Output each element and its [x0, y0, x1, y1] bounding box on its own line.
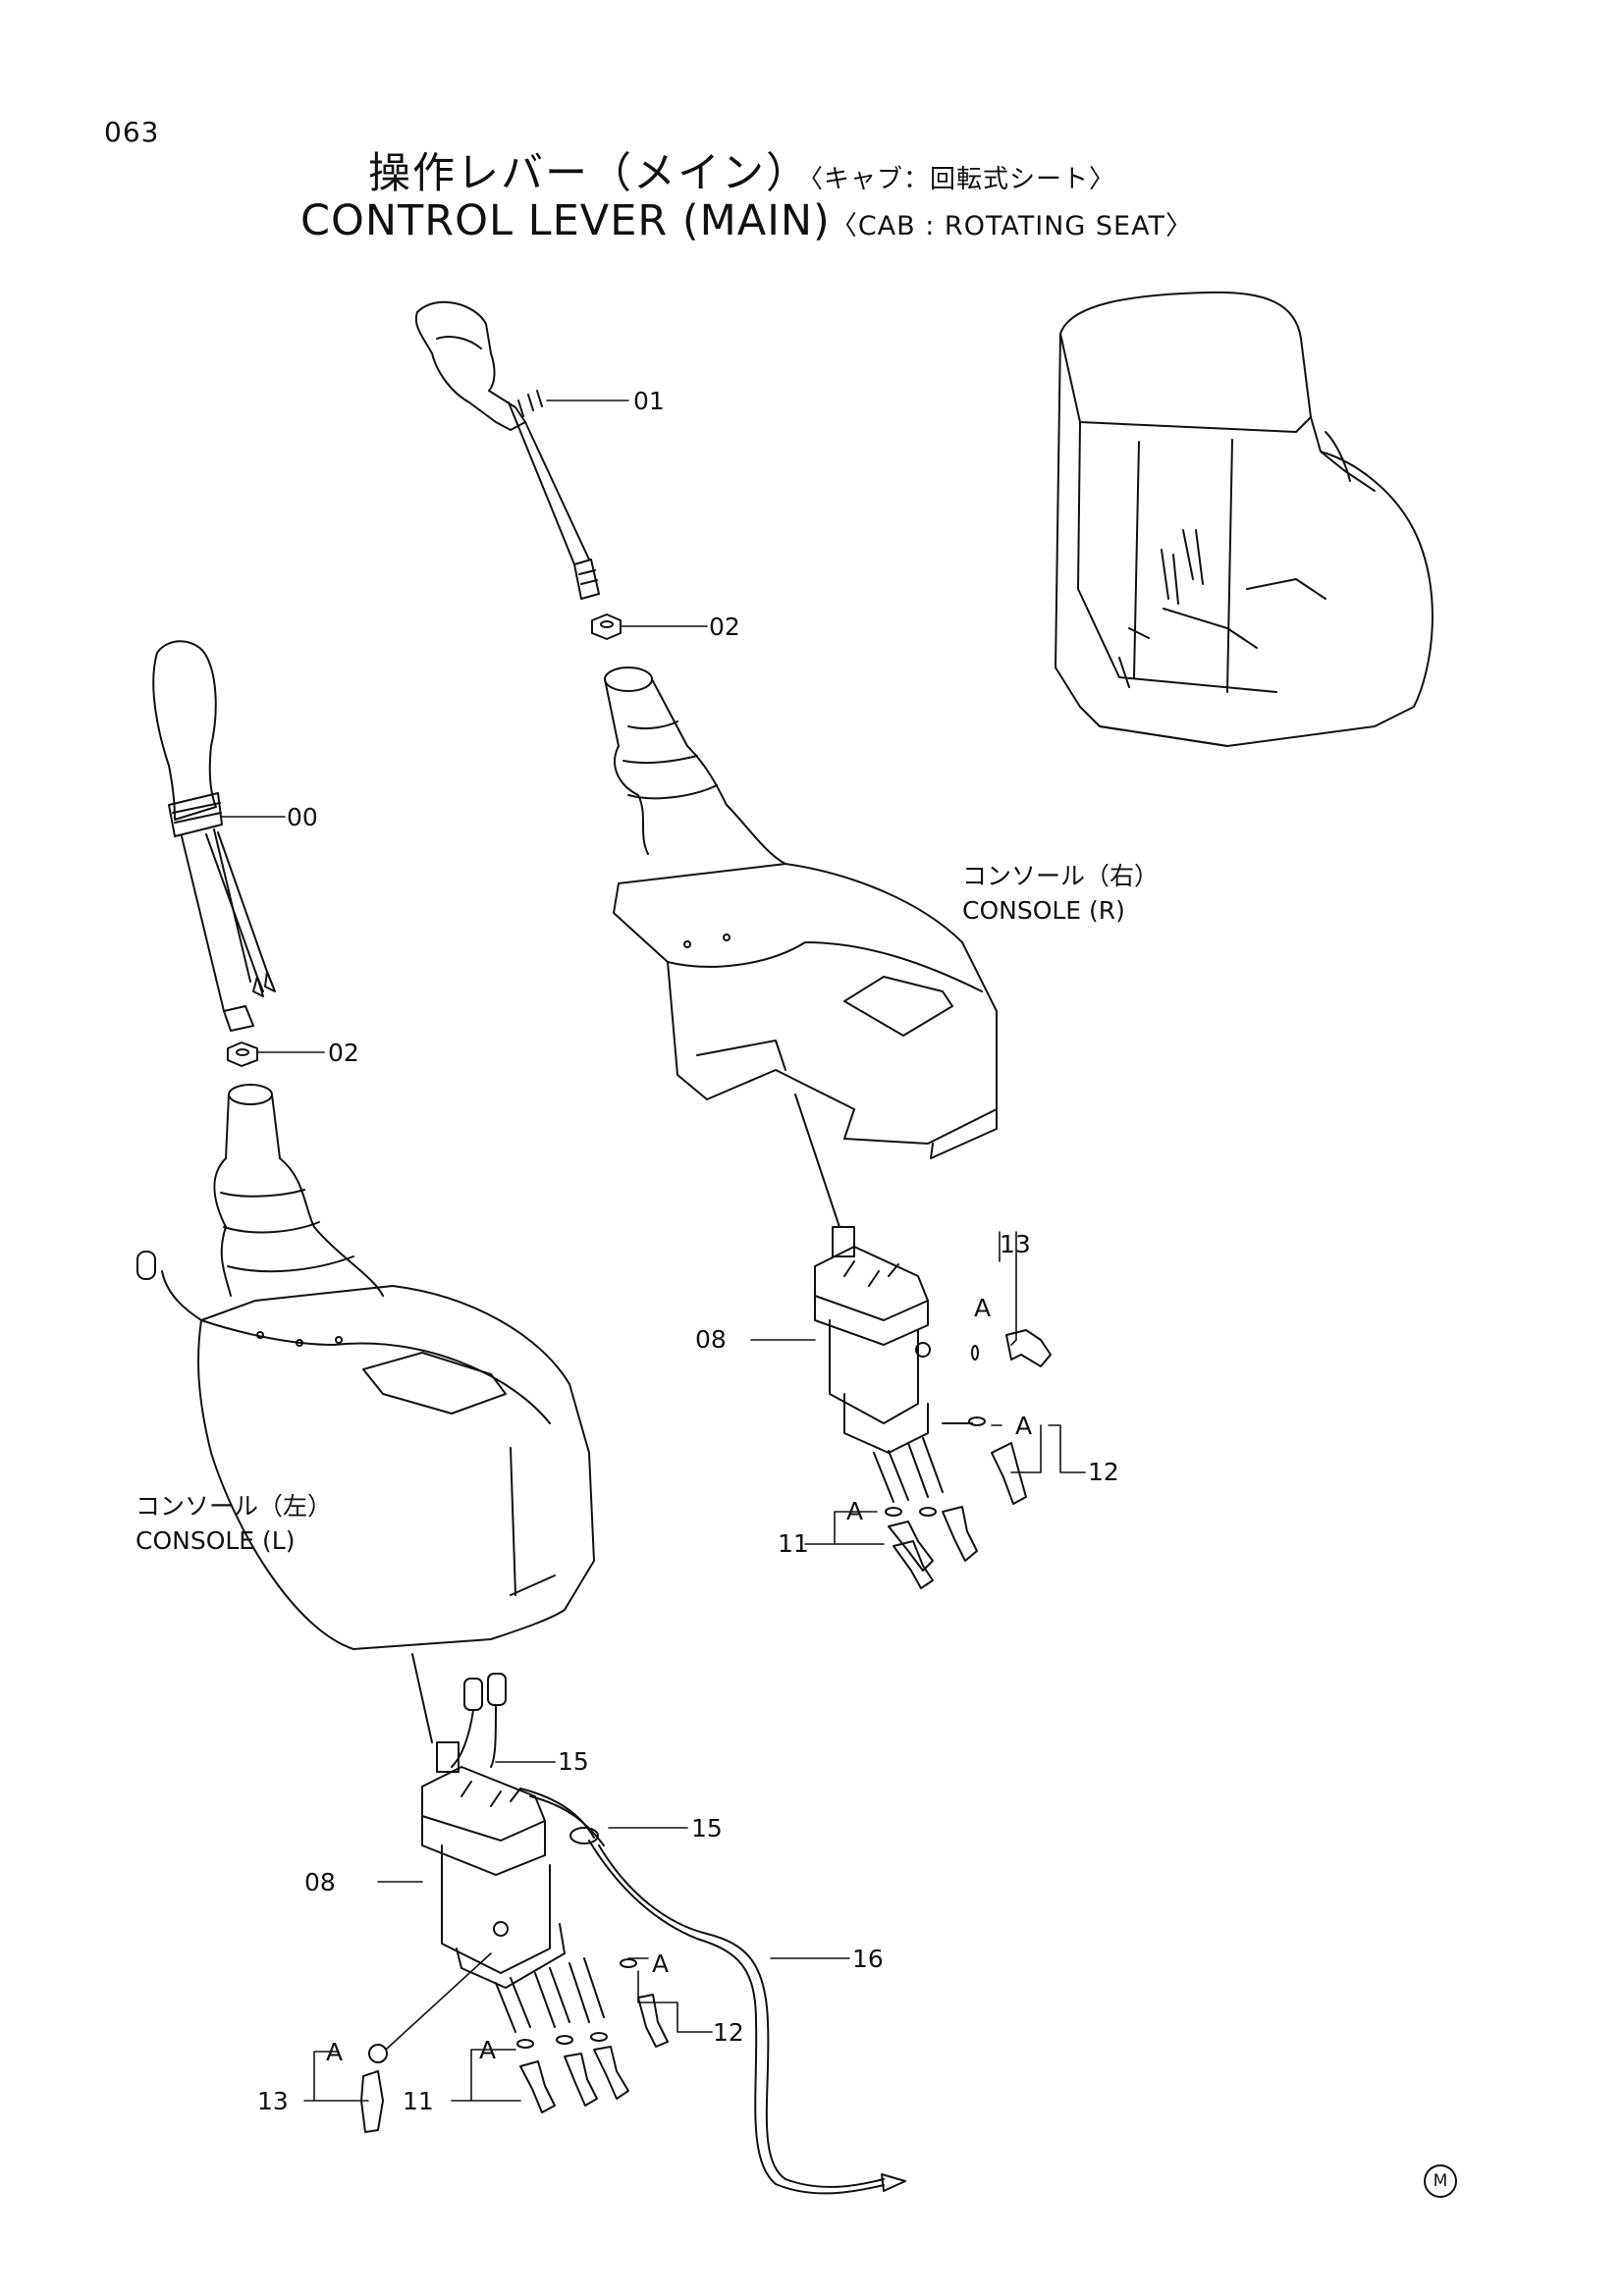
title-english: CONTROL LEVER (MAIN)〈CAB : ROTATING SEAT… [300, 196, 1193, 245]
group-label-a-1: A [974, 1294, 992, 1322]
group-label-a-2: A [1015, 1412, 1033, 1440]
callout-08-right: 08 [695, 1325, 727, 1354]
fittings-right [873, 1329, 1052, 1589]
group-label-a-5: A [326, 2038, 344, 2066]
callout-13-left: 13 [257, 2087, 289, 2115]
page-number: 063 [104, 116, 160, 148]
callout-15-upper: 15 [558, 1747, 589, 1776]
callout-11-right: 11 [778, 1529, 809, 1558]
nut-02-upper [591, 614, 622, 640]
console-left-label-jp: コンソール（左） [135, 1492, 333, 1521]
callout-01: 01 [633, 387, 665, 415]
lever-grip-01 [414, 300, 600, 600]
callout-11-left: 11 [403, 2087, 434, 2115]
lever-grip-00 [152, 640, 276, 1032]
nut-02-lower [227, 1041, 258, 1067]
group-label-a-6: A [479, 2036, 497, 2064]
callout-08-left: 08 [304, 1868, 336, 1896]
title-en-main: CONTROL LEVER (MAIN) [300, 196, 831, 245]
title-jp-sub: 〈キャブ：回転式シート〉 [810, 165, 1116, 194]
pilot-valve-08-left [411, 1653, 605, 1989]
harness-16 [569, 1827, 906, 2195]
console-right-label-jp: コンソール（右） [962, 862, 1160, 890]
cab-illustration [1055, 291, 1434, 747]
callout-02-upper: 02 [709, 613, 740, 641]
callout-00: 00 [287, 803, 318, 831]
title-japanese: 操作レバー（メイン）〈キャブ：回転式シート〉 [368, 139, 1115, 200]
callout-13-right: 13 [1000, 1230, 1031, 1258]
callout-16: 16 [852, 1945, 884, 1973]
callout-12-left: 12 [713, 2018, 744, 2047]
callout-12-right: 12 [1088, 1458, 1119, 1486]
footer-m-mark: M [1424, 2164, 1457, 2198]
console-right-label-en: CONSOLE (R) [962, 896, 1125, 925]
callout-02-lower: 02 [328, 1039, 359, 1067]
fittings-left [360, 1957, 669, 2133]
title-jp-main: 操作レバー（メイン） [368, 149, 810, 198]
title-en-sub: 〈CAB : ROTATING SEAT〉 [830, 211, 1193, 241]
callout-15-lower: 15 [691, 1814, 723, 1842]
console-left-label-en: CONSOLE (L) [135, 1526, 296, 1555]
group-label-a-4: A [652, 1949, 670, 1978]
console-left-drawing [136, 1084, 595, 1650]
leader-lines [220, 400, 1086, 2102]
group-label-a-3: A [846, 1497, 864, 1525]
console-right-drawing [604, 667, 998, 1159]
pilot-valve-08-right [794, 1094, 931, 1454]
